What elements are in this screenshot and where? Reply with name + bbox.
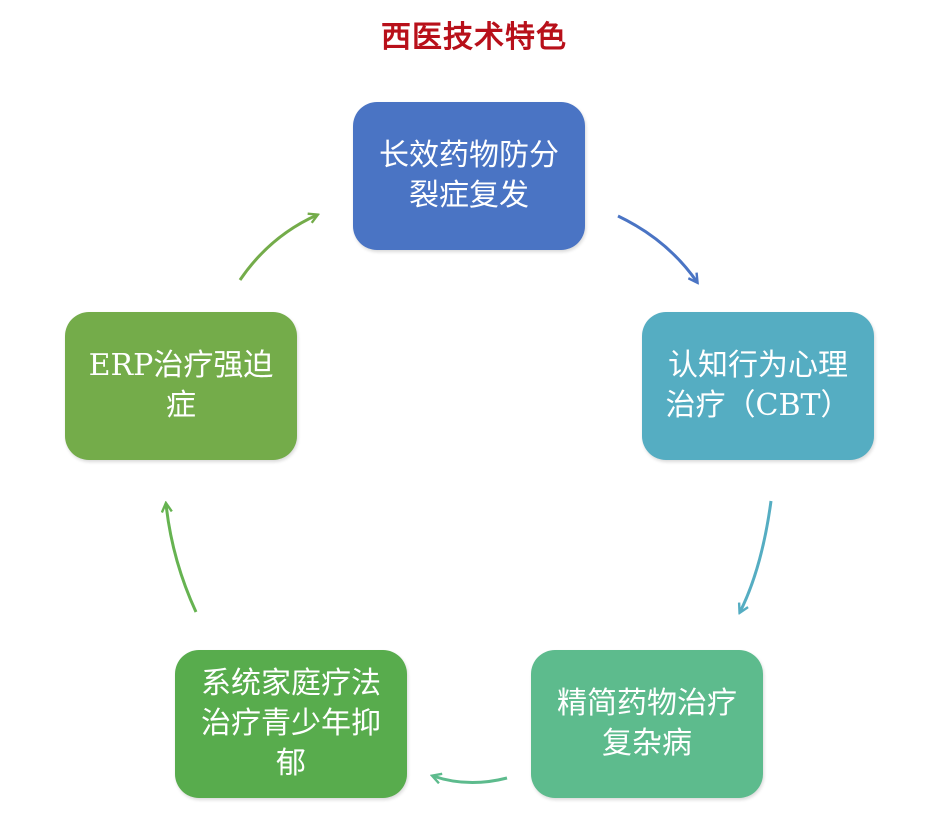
arrow-5-to-1 bbox=[238, 215, 317, 281]
node-4-line-1: 系统家庭疗法 bbox=[201, 666, 381, 701]
node-long-acting-drugs: 长效药物防分 裂症复发 bbox=[353, 102, 585, 250]
arrow-2-to-3 bbox=[740, 500, 773, 612]
arrow-4-to-5 bbox=[166, 504, 198, 613]
node-3-line-2: 复杂病 bbox=[602, 726, 692, 761]
node-4-line-2: 治疗青少年抑 bbox=[201, 706, 381, 741]
node-1-line-1: 长效药物防分 bbox=[379, 138, 559, 173]
node-5-line-1: ERP治疗强迫 bbox=[88, 348, 274, 383]
node-cbt: 认知行为心理 治疗（CBT） bbox=[642, 312, 874, 460]
node-2-line-2: 治疗（CBT） bbox=[665, 388, 851, 423]
node-3-line-1: 精简药物治疗 bbox=[557, 686, 737, 721]
node-5-line-2: 症 bbox=[166, 388, 196, 423]
node-1-line-2: 裂症复发 bbox=[409, 178, 529, 213]
node-2-line-1: 认知行为心理 bbox=[667, 348, 848, 383]
arrow-3-to-4 bbox=[433, 776, 508, 783]
node-family-therapy: 系统家庭疗法 治疗青少年抑 郁 bbox=[175, 650, 407, 798]
node-streamlined-medication: 精简药物治疗 复杂病 bbox=[531, 650, 763, 798]
arrow-1-to-2 bbox=[617, 214, 697, 282]
node-erp-therapy: ERP治疗强迫 症 bbox=[65, 312, 297, 460]
diagram-title: 西医技术特色 bbox=[381, 20, 567, 55]
node-4-line-3: 郁 bbox=[276, 746, 306, 781]
